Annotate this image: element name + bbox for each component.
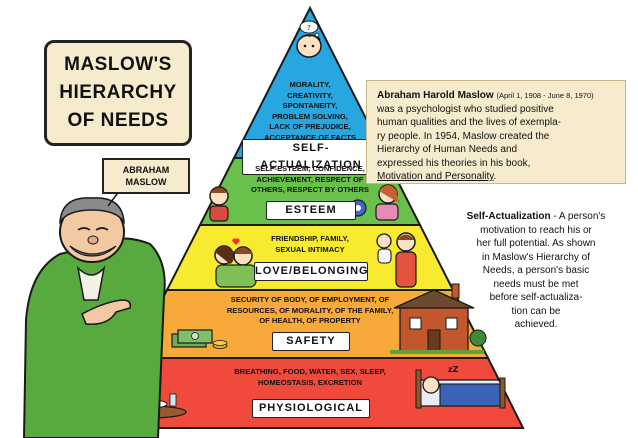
bio-line-1: was a psychologist who studied positive (377, 103, 554, 115)
tier-label-safety: SAFETY (272, 332, 350, 351)
bio-name: Abraham Harold Maslow (377, 90, 494, 101)
sa-line-0: Self-Actualization - A person's (466, 211, 606, 222)
tier-label-physiological: PHYSIOLOGICAL (252, 399, 370, 418)
svg-text:zZ: zZ (448, 365, 459, 374)
name-tag: ABRAHAM MASLOW (102, 158, 190, 194)
bio-line-3: ry people. In 1954, Maslow created the (377, 130, 550, 142)
biography-box: Abraham Harold Maslow (April 1, 1908 - J… (366, 80, 626, 184)
name-tag-line-2: MASLOW (125, 177, 167, 187)
bio-line-4: Hierarchy of Human Needs and (377, 144, 518, 155)
tier-label-esteem: ESTEEM (266, 201, 356, 220)
name-tag-line-1: ABRAHAM (122, 165, 170, 175)
title-box: MASLOW'S HIERARCHY OF NEEDS (44, 40, 192, 146)
svg-text:?: ? (307, 24, 311, 32)
money-icon (171, 329, 228, 349)
self-actualization-note: Self-Actualization - A person's motivati… (444, 210, 628, 332)
tier-label-love-belonging: LOVE/BELONGING (254, 262, 368, 281)
tier-label-self-actualization: SELF-ACTUALIZATION (242, 139, 380, 175)
tier-desc-self-actualization: MORALITY, CREATIVITY, SPONTANEITY, PROBL… (264, 80, 356, 142)
title-line-3: OF NEEDS (67, 110, 169, 131)
bio-line-0: Abraham Harold Maslow (April 1, 1908 - J… (377, 89, 615, 103)
maslow-caricature (22, 197, 166, 438)
tier-desc-physiological: BREATHING, FOOD, WATER, SEX, SLEEP, HOME… (234, 367, 386, 387)
bio-line-6: Motivation and Personality. (377, 171, 497, 182)
bio-dates: (April 1, 1908 - June 8, 1970) (496, 91, 594, 100)
tier-desc-safety: SECURITY OF BODY, OF EMPLOYMENT, OF RESO… (226, 295, 394, 325)
sa-term: Self-Actualization (466, 211, 551, 222)
thinking-head-icon: ? (296, 20, 322, 58)
sleeping-person-icon: zZ (415, 365, 506, 409)
title-line-2: HIERARCHY (59, 82, 177, 103)
house-icon (390, 283, 487, 354)
title-line-1: MASLOW'S (64, 54, 172, 75)
bio-line-5: expressed his theories in his book, (377, 157, 531, 169)
bio-line-2: human qualities and the lives of exempla… (377, 117, 561, 128)
esteem-children-icon (209, 184, 402, 222)
tier-desc-love-belonging: FRIENDSHIP, FAMILY, SEXUAL INTIMACY (271, 234, 349, 254)
love-family-icon (214, 232, 417, 288)
book-title: Motivation and Personality (377, 171, 494, 182)
tier-desc-esteem: SELF-ESTEEM, CONFIDENCE, ACHIEVEMENT, RE… (250, 164, 369, 194)
